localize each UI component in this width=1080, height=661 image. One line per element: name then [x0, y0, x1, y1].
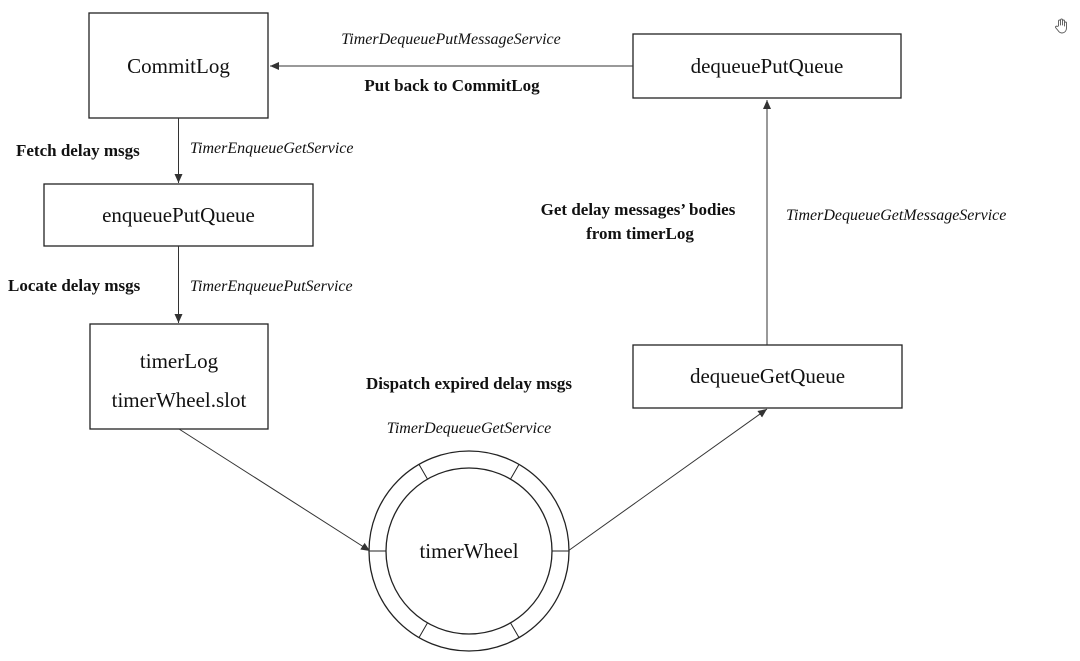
service-dequeue-put-message: TimerDequeuePutMessageService	[341, 31, 560, 48]
timerwheel-slot-divider	[418, 464, 428, 480]
enqueue-put-queue-label: enqueuePutQueue	[102, 203, 255, 227]
dequeue-get-queue-node: dequeueGetQueue	[632, 344, 903, 409]
timerwheel-slot-divider	[510, 622, 520, 638]
enqueue-put-queue-node: enqueuePutQueue	[43, 183, 314, 247]
step-get-bodies-line1: Get delay messages’ bodies	[541, 200, 736, 219]
timerlog-node: timerLog timerWheel.slot	[89, 323, 269, 430]
timerwheel-slot-divider	[510, 464, 520, 480]
dequeue-get-queue-label: dequeueGetQueue	[690, 364, 845, 388]
step-fetch: Fetch delay msgs	[16, 141, 140, 160]
step-dispatch: Dispatch expired delay msgs	[366, 374, 572, 393]
hand-cursor-icon	[1055, 18, 1067, 34]
dequeue-put-queue-label: dequeuePutQueue	[691, 54, 844, 78]
timerlog-label: timerLog	[140, 349, 219, 373]
timerwheel-slot-label: timerWheel.slot	[112, 388, 247, 412]
timerwheel-label: timerWheel	[419, 539, 518, 563]
commitlog-label: CommitLog	[127, 54, 230, 78]
timerwheel-slot-divider	[418, 622, 428, 638]
dequeue-put-queue-node: dequeuePutQueue	[632, 33, 902, 99]
timerwheel-node: timerWheel	[368, 450, 570, 652]
arrow-timerlog-to-timerwheel	[178, 428, 371, 552]
service-dequeue-get: TimerDequeueGetService	[387, 420, 551, 437]
arrow-timerwheel-to-dequeue-get	[567, 408, 768, 552]
service-enqueue-put: TimerEnqueuePutService	[190, 278, 353, 295]
step-get-bodies-line2: from timerLog	[586, 224, 694, 243]
step-put-back: Put back to CommitLog	[364, 76, 540, 95]
commitlog-node: CommitLog	[88, 12, 269, 119]
timerwheel-slot-ticks	[369, 464, 569, 638]
service-enqueue-get: TimerEnqueueGetService	[190, 140, 354, 157]
step-locate: Locate delay msgs	[8, 276, 141, 295]
service-dequeue-get-message: TimerDequeueGetMessageService	[786, 207, 1006, 224]
